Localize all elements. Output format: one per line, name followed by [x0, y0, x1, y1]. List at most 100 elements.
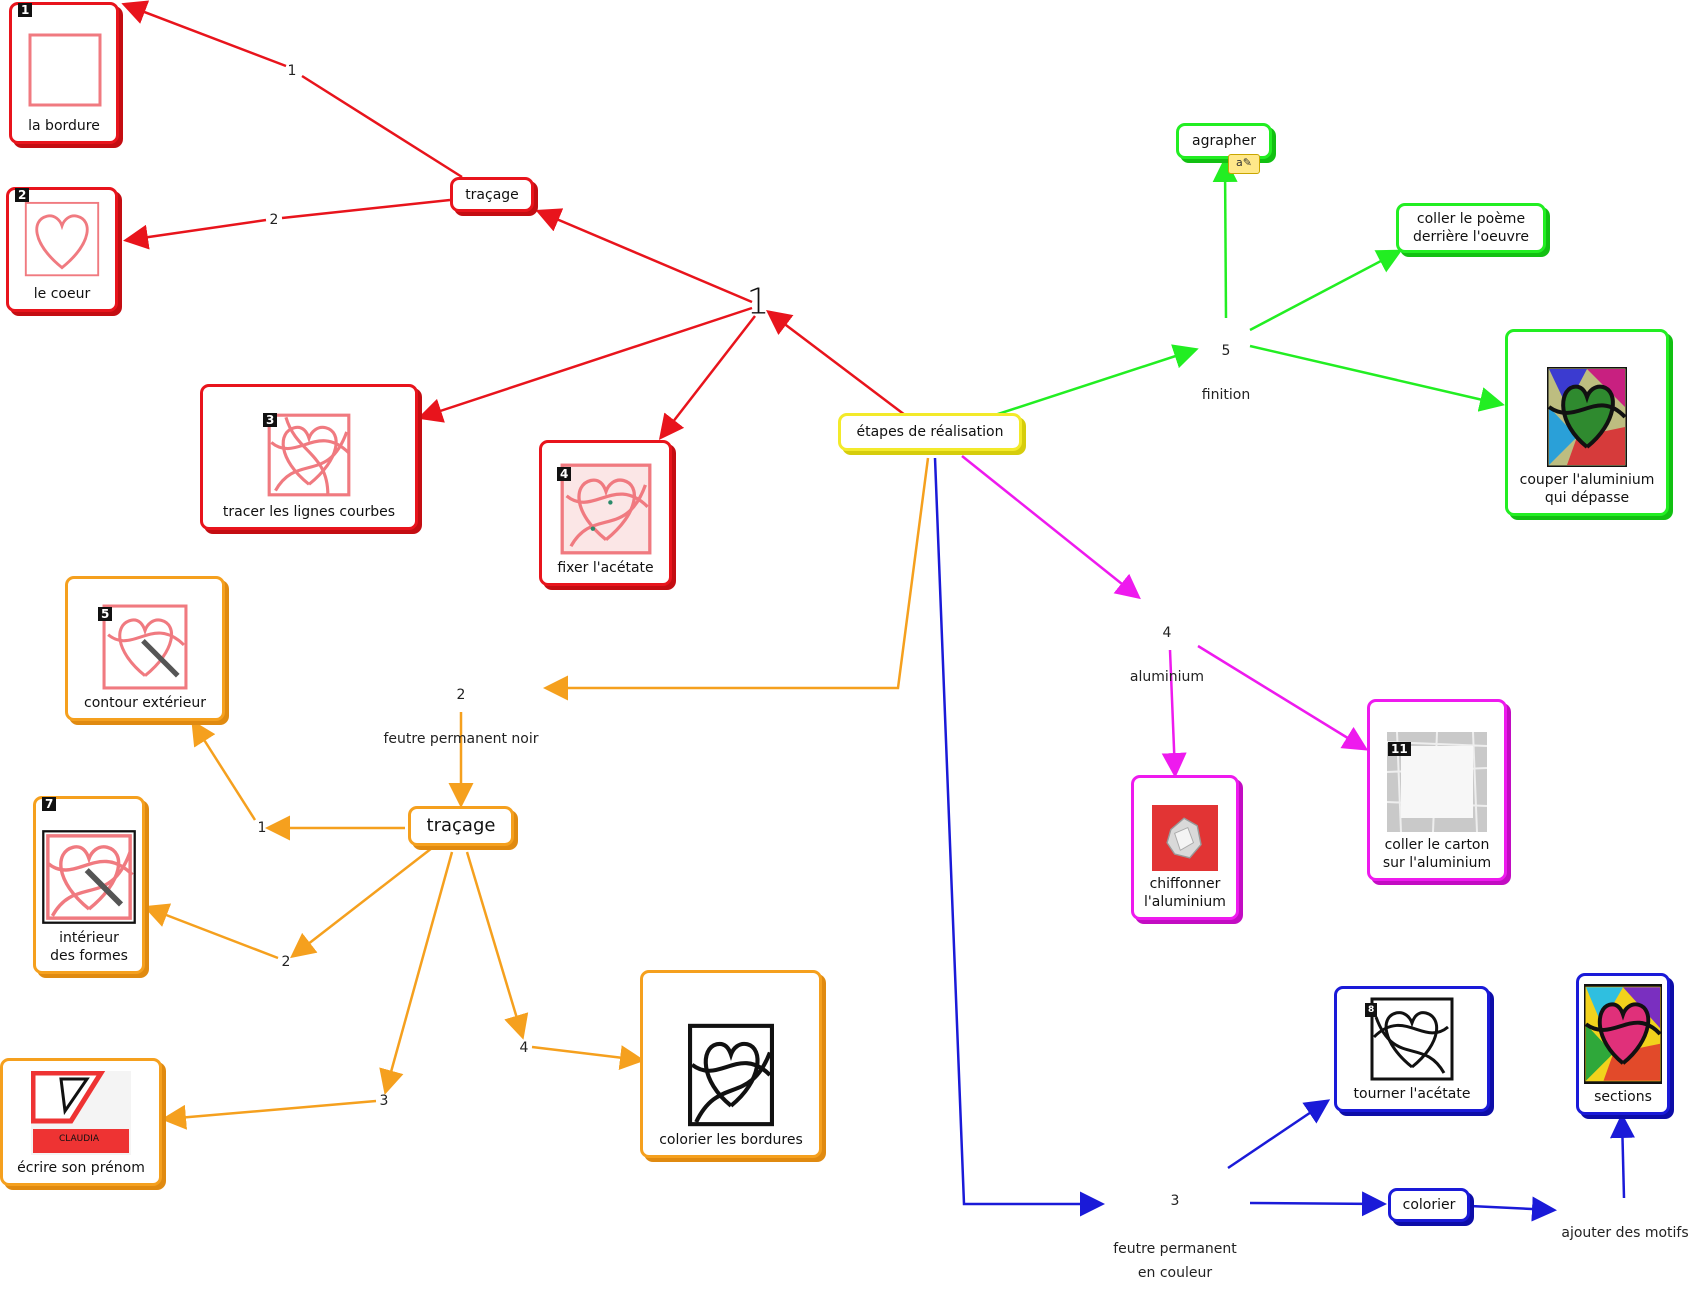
note-icon-glyph: a [1236, 156, 1243, 169]
edge-root-to-hub1 [770, 313, 905, 415]
edge-hub5-to-couper [1250, 346, 1500, 404]
edge-2o-to-interieur [148, 908, 278, 958]
coller-poeme-label: coller le poème derrière l'oeuvre [1413, 210, 1529, 246]
card-badge: 11 [1388, 742, 1411, 756]
edge-3o-to-prenom [166, 1101, 376, 1119]
colorier-label: colorier [1403, 1196, 1456, 1214]
red-edge-label-2: 2 [270, 212, 279, 228]
name-label-text: CLAUDIA [59, 1134, 100, 1144]
red-edge-label-1: 1 [288, 63, 297, 79]
card-fixer-acetate[interactable]: 4 fixer l'acétate [539, 440, 672, 586]
heart-outline-icon [22, 201, 102, 281]
edge-tracage-to-2o [294, 848, 432, 955]
orange-tracage-label: traçage [427, 817, 496, 835]
orange-tracage-node[interactable]: traçage [408, 806, 514, 846]
card-label: chiffonner l'aluminium [1144, 875, 1226, 911]
outline-marker-icon [99, 604, 191, 690]
card-label: intérieur des formes [50, 929, 128, 965]
edge-tracage-to-3o [386, 852, 452, 1090]
card-badge: 4 [557, 467, 571, 481]
card-sections[interactable]: sections [1576, 973, 1670, 1115]
root-node[interactable]: étapes de réalisation [838, 413, 1022, 451]
crumpled-foil-icon [1152, 805, 1218, 871]
card-label: la bordure [28, 117, 100, 135]
orange-hub-number: 2 [361, 684, 561, 706]
card-badge: 1 [18, 3, 32, 17]
edge-ajouter-to-sections [1622, 1118, 1624, 1198]
blue-hub-number: 3 [1090, 1189, 1260, 1213]
ajouter-motifs-label: ajouter des motifs [1561, 1225, 1688, 1241]
inner-shapes-icon [41, 829, 137, 925]
edge-root-to-hub3 [935, 458, 1100, 1204]
colorier-node[interactable]: colorier [1388, 1188, 1470, 1222]
blue-hub-text: feutre permanent en couleur [1090, 1237, 1260, 1285]
magenta-hub-number: 4 [1107, 622, 1227, 644]
edge-root-to-hub5 [995, 350, 1194, 415]
card-label: tracer les lignes courbes [223, 503, 395, 521]
edge-tracage-to-4o [467, 852, 522, 1035]
edge-1-to-bordure [126, 5, 286, 66]
card-chiffonner[interactable]: chiffonner l'aluminium [1131, 775, 1239, 920]
card-label: fixer l'acétate [557, 559, 653, 577]
card-label: contour extérieur [84, 694, 206, 712]
blue-hub[interactable]: 3 feutre permanent en couleur [1090, 1165, 1260, 1309]
edge-hub1-to-lignes [422, 308, 752, 417]
hub-1-number: 1 [747, 282, 770, 323]
flipped-acetate-icon [1367, 997, 1457, 1081]
card-label: colorier les bordures [659, 1131, 803, 1149]
card-coller-carton[interactable]: 11 coller le carton sur l'aluminium [1367, 699, 1507, 881]
edge-colorier-to-ajouter [1470, 1206, 1552, 1210]
ajouter-motifs-node[interactable]: ajouter des motifs [1550, 1200, 1690, 1244]
orange-hub[interactable]: 2 feutre permanent noir [361, 662, 561, 772]
red-tracage-label: traçage [465, 186, 519, 204]
square-outline-icon [22, 29, 106, 113]
card-tracer-lignes[interactable]: 3 tracer les lignes courbes [200, 384, 418, 530]
orange-edge-label-2: 2 [282, 954, 291, 970]
red-tracage-node[interactable]: traçage [450, 177, 534, 212]
card-colorier-bordures[interactable]: colorier les bordures [640, 970, 822, 1158]
magenta-hub[interactable]: 4 aluminium [1107, 600, 1227, 710]
orange-edge-label-3: 3 [380, 1093, 389, 1109]
coller-poeme-node[interactable]: coller le poème derrière l'oeuvre [1396, 203, 1546, 253]
card-label: écrire son prénom [17, 1159, 145, 1177]
card-ecrire-prenom[interactable]: CLAUDIA écrire son prénom [0, 1058, 162, 1186]
finished-artwork-icon [1547, 367, 1627, 467]
card-badge: 7 [42, 797, 56, 811]
card-le-coeur[interactable]: 2 le coeur [6, 187, 118, 312]
card-label: coller le carton sur l'aluminium [1383, 836, 1491, 872]
card-badge: 2 [15, 188, 29, 202]
card-la-bordure[interactable]: 1 la bordure [9, 2, 119, 144]
edge-4o-to-bordures [532, 1047, 640, 1060]
card-couper-aluminium[interactable]: couper l'aluminium qui dépasse [1505, 329, 1669, 516]
card-label: couper l'aluminium qui dépasse [1520, 471, 1655, 507]
card-tourner-acetate[interactable]: 8 tourner l'acétate [1334, 986, 1490, 1112]
edge-hub1-to-tracage [540, 212, 752, 302]
name-label-icon: CLAUDIA [31, 1071, 131, 1155]
edge-hub3-to-tourner [1228, 1102, 1326, 1168]
edge-1o-to-contour [194, 724, 255, 820]
orange-edge-label-1: 1 [258, 820, 267, 836]
green-hub-number: 5 [1166, 340, 1286, 362]
green-hub[interactable]: 5 finition [1166, 318, 1286, 428]
note-icon[interactable]: a✎ [1228, 154, 1260, 174]
edge-tracage-to-1 [302, 76, 462, 177]
green-hub-text: finition [1166, 384, 1286, 406]
agrapher-label: agrapher [1192, 132, 1256, 150]
root-label: étapes de réalisation [857, 423, 1004, 441]
card-label: le coeur [34, 285, 90, 303]
black-borders-icon [688, 1023, 774, 1127]
card-label: tourner l'acétate [1354, 1085, 1471, 1103]
orange-hub-text: feutre permanent noir [361, 728, 561, 750]
orange-edge-label-4: 4 [520, 1040, 529, 1056]
card-label: sections [1594, 1088, 1652, 1106]
card-badge: 5 [98, 607, 112, 621]
card-contour-exterieur[interactable]: 5 contour extérieur [65, 576, 225, 721]
card-badge: 3 [263, 413, 277, 427]
magenta-hub-text: aluminium [1107, 666, 1227, 688]
edge-hub5-to-agrapher [1225, 162, 1226, 318]
edge-hub3-to-colorier [1250, 1203, 1382, 1204]
edge-2-to-coeur [128, 220, 266, 240]
card-badge: 8 [1365, 1003, 1377, 1017]
card-interieur-formes[interactable]: 7 intérieur des formes [33, 796, 145, 974]
edge-tracage-to-2 [282, 200, 450, 218]
